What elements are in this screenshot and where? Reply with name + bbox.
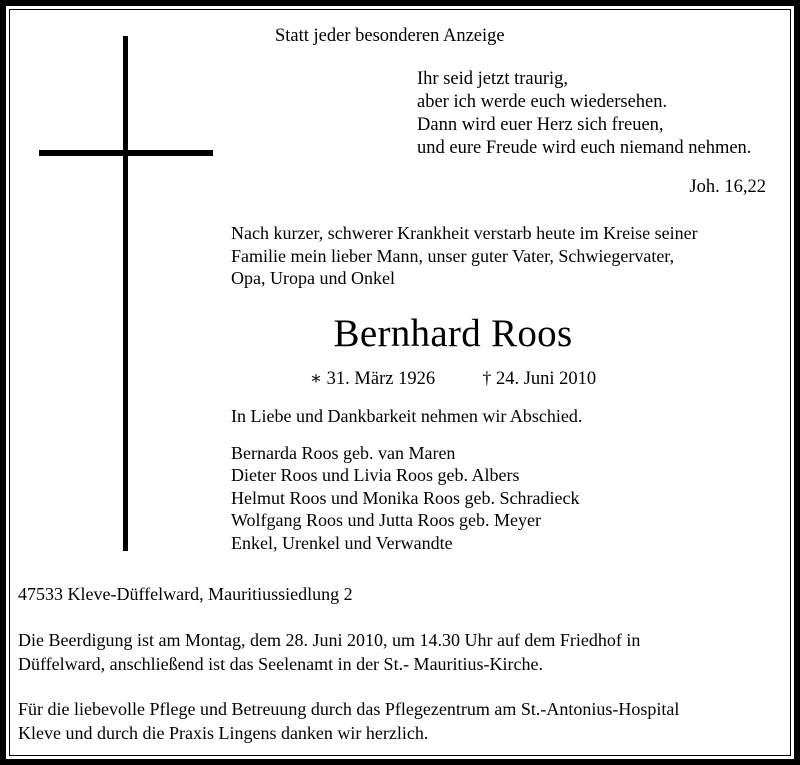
death-date: 24. Juni 2010 — [495, 369, 597, 389]
intro-line-3: Opa, Uropa und Onkel — [231, 268, 395, 288]
survivor-line: Dieter Roos und Livia Roos geb. Albers — [231, 465, 520, 486]
announcement-intro-block: Nach kurzer, schwerer Krankheit verstarb… — [231, 222, 771, 290]
thanks-line-2: Kleve und durch die Praxis Lingens danke… — [18, 723, 429, 743]
survivor-line: Enkel, Urenkel und Verwandte — [231, 532, 453, 553]
deceased-name: Bernhard Roos — [333, 312, 573, 355]
thanks-block: Für die liebevolle Pflege und Betreuung … — [18, 697, 774, 745]
birth-date: 31. März 1926 — [326, 369, 436, 389]
funeral-line-1: Die Beerdigung ist am Montag, dem 28. Ju… — [18, 630, 641, 650]
intro-line-1: Nach kurzer, schwerer Krankheit verstarb… — [231, 223, 698, 243]
intro-line-2: Familie mein lieber Mann, unser guter Va… — [231, 245, 675, 266]
farewell-text: In Liebe und Dankbarkeit nehmen wir Absc… — [231, 406, 583, 426]
verse-line-1: Ihr seid jetzt traurig, — [417, 69, 569, 89]
headline-text: Statt jeder besonderen Anzeige — [275, 26, 505, 46]
verse-line-2: aber ich werde euch wiedersehen. — [417, 92, 668, 112]
survivor-line: Helmut Roos und Monika Roos geb. Schradi… — [231, 487, 580, 508]
birth-star-icon: ∗ — [309, 368, 323, 388]
bible-verse-block: Ihr seid jetzt traurig, aber ich werde e… — [417, 68, 783, 160]
survivor-line: Bernarda Roos geb. van Maren — [231, 443, 456, 463]
family-address: 47533 Kleve-Düffelward, Mauritiussiedlun… — [18, 584, 353, 604]
life-dates: ∗ 31. März 1926 † 24. Juni 2010 — [231, 366, 675, 391]
funeral-line-2: Düffelward, anschließend ist das Seelena… — [18, 654, 544, 674]
death-cross-icon: † — [482, 368, 492, 388]
christian-cross-crossbar-icon — [39, 150, 213, 156]
verse-line-3: Dann wird euer Herz sich freuen, — [417, 115, 664, 135]
survivor-line: Wolfgang Roos und Jutta Roos geb. Meyer — [231, 510, 542, 531]
survivors-list: Bernarda Roos geb. van Maren Dieter Roos… — [231, 442, 751, 554]
funeral-details-block: Die Beerdigung ist am Montag, dem 28. Ju… — [18, 628, 774, 676]
verse-source-reference: Joh. 16,22 — [689, 177, 766, 197]
christian-cross-icon — [123, 36, 128, 551]
thanks-line-1: Für die liebevolle Pflege und Betreuung … — [18, 699, 680, 719]
verse-line-4: und eure Freude wird euch niemand nehmen… — [417, 138, 752, 158]
